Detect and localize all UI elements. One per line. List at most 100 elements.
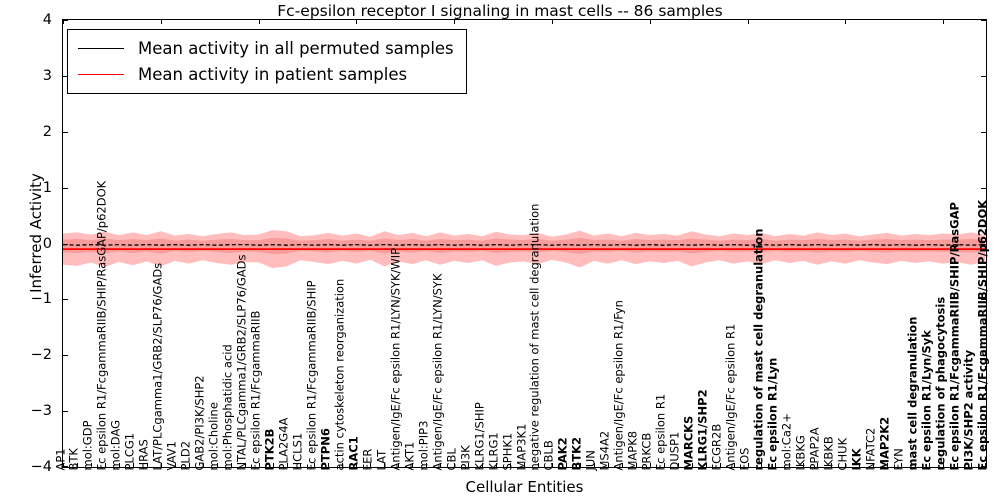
x-tick-label: FER <box>360 448 375 470</box>
x-tick-mark <box>873 463 875 467</box>
x-tick-mark <box>244 463 246 467</box>
x-tick-mark <box>649 463 651 467</box>
y-tick-label: 4 <box>42 12 52 28</box>
x-tick-label: CHUK <box>835 437 850 470</box>
y-tick-mark <box>63 131 68 133</box>
y-tick-label: 3 <box>42 67 52 84</box>
x-tick-label: PI3K <box>458 444 473 470</box>
y-tick-label: 1 <box>42 179 52 196</box>
x-tick-mark <box>370 463 372 467</box>
x-tick-label: MARCKS <box>681 415 696 470</box>
y-tick-mark <box>63 243 68 245</box>
y-tick-label: −3 <box>30 403 52 420</box>
x-tick-mark-top <box>943 20 945 24</box>
x-tick-mark <box>216 463 218 467</box>
x-tick-mark <box>579 463 581 467</box>
x-tick-label: SPHK1 <box>500 432 515 470</box>
x-tick-mark <box>356 463 358 467</box>
y-tick-mark <box>981 20 986 21</box>
x-tick-mark-top <box>356 20 358 24</box>
x-tick-label: VAV1 <box>164 440 179 470</box>
x-tick-mark <box>63 463 64 467</box>
x-tick-label: Fc epsilon R1/FcgammaRIIB/SHIP/RasGAP <box>947 201 962 470</box>
x-tick-label: KLRG1 <box>486 431 501 470</box>
x-tick-mark-top <box>63 20 64 24</box>
x-tick-label: MS4A2 <box>597 430 612 470</box>
y-tick-mark <box>981 355 986 357</box>
y-tick-mark <box>981 411 986 413</box>
x-tick-label: PTK2B <box>262 428 277 470</box>
x-tick-mark <box>160 463 162 467</box>
x-tick-mark <box>887 463 889 467</box>
x-tick-mark <box>174 463 176 467</box>
x-tick-mark <box>677 463 679 467</box>
x-tick-label: AP1 <box>53 447 67 470</box>
x-tick-mark <box>104 463 106 467</box>
x-tick-mark <box>621 463 623 467</box>
x-tick-mark <box>146 463 148 467</box>
x-tick-mark <box>635 463 637 467</box>
x-tick-mark <box>859 463 861 467</box>
x-tick-mark <box>510 463 512 467</box>
legend-label-permuted: Mean activity in all permuted samples <box>138 38 454 58</box>
x-tick-label: Fc epsilon R1/Lyn <box>765 357 780 470</box>
x-tick-mark <box>118 463 120 467</box>
x-tick-mark-top <box>258 20 260 24</box>
legend-line-permuted <box>78 47 124 49</box>
x-tick-label: Fc epsilon R1/FcgammaRIIB <box>248 310 263 470</box>
x-tick-label: MAP2K2 <box>877 416 892 470</box>
x-tick-mark <box>789 463 791 467</box>
x-tick-label: Fc epsilon R1/FcgammaRIIB/SHIP/RasGAP/p6… <box>94 180 109 470</box>
x-tick-label: Fc epsilon R1/FcgammaRIIB/SHIP <box>304 279 319 470</box>
x-tick-label: PLCG1 <box>122 432 137 470</box>
series-line-0 <box>63 243 986 246</box>
x-tick-label: mol:Ca2+ <box>779 412 794 470</box>
x-tick-mark <box>230 463 232 467</box>
x-tick-mark <box>607 463 609 467</box>
x-tick-mark <box>803 463 805 467</box>
x-tick-mark-top <box>160 20 162 24</box>
x-tick-mark <box>733 463 735 467</box>
x-tick-label: KLRG1/SHIP <box>472 401 487 470</box>
x-tick-label: regulation of phagocytosis <box>933 296 948 470</box>
x-tick-mark-top <box>551 20 553 24</box>
x-tick-label: KLRG1/SHP2 <box>695 388 710 470</box>
x-tick-label: HRAS <box>136 438 151 470</box>
x-tick-mark <box>845 463 847 467</box>
x-tick-mark <box>90 463 92 467</box>
x-tick-mark <box>426 463 428 467</box>
x-tick-mark <box>468 463 470 467</box>
x-tick-mark <box>663 463 665 467</box>
x-tick-label: IKBKG <box>793 434 808 470</box>
x-tick-label: LAT <box>374 449 389 470</box>
x-tick-mark <box>957 463 959 467</box>
x-tick-label: mast cell degranulation <box>905 316 920 470</box>
x-tick-mark <box>300 463 302 467</box>
x-tick-mark-top <box>649 20 651 24</box>
x-tick-mark <box>985 463 986 467</box>
legend-item-patient: Mean activity in patient samples <box>78 61 454 87</box>
y-tick-mark <box>981 466 986 467</box>
y-tick-label: 2 <box>42 123 52 140</box>
x-tick-mark <box>286 463 288 467</box>
x-tick-label: Antigen/IgE/Fc epsilon R1/LYN/SYK <box>430 273 445 470</box>
x-tick-mark-top <box>845 20 847 24</box>
x-tick-mark <box>761 463 763 467</box>
x-tick-label: mol:DAG <box>108 419 123 470</box>
x-tick-mark <box>202 463 204 467</box>
x-tick-label: BTK2 <box>569 436 584 470</box>
x-tick-mark <box>929 463 931 467</box>
x-tick-mark <box>565 463 567 467</box>
x-tick-label: mol:Phosphatidic acid <box>220 343 235 470</box>
x-tick-label: negative regulation of mast cell degranu… <box>527 203 542 470</box>
y-tick-mark <box>63 187 68 189</box>
x-tick-label: Antigen/IgE/Fc epsilon R1/Fyn <box>611 299 626 470</box>
x-tick-label: Fc epsilon R1/Lyn/Syk <box>919 329 934 470</box>
x-tick-mark <box>482 463 484 467</box>
x-tick-label: PAK2 <box>555 436 570 470</box>
x-tick-label: CBLB <box>541 439 556 470</box>
x-tick-mark <box>551 463 553 467</box>
y-tick-mark <box>981 243 986 245</box>
x-tick-label: FYN <box>891 447 906 470</box>
